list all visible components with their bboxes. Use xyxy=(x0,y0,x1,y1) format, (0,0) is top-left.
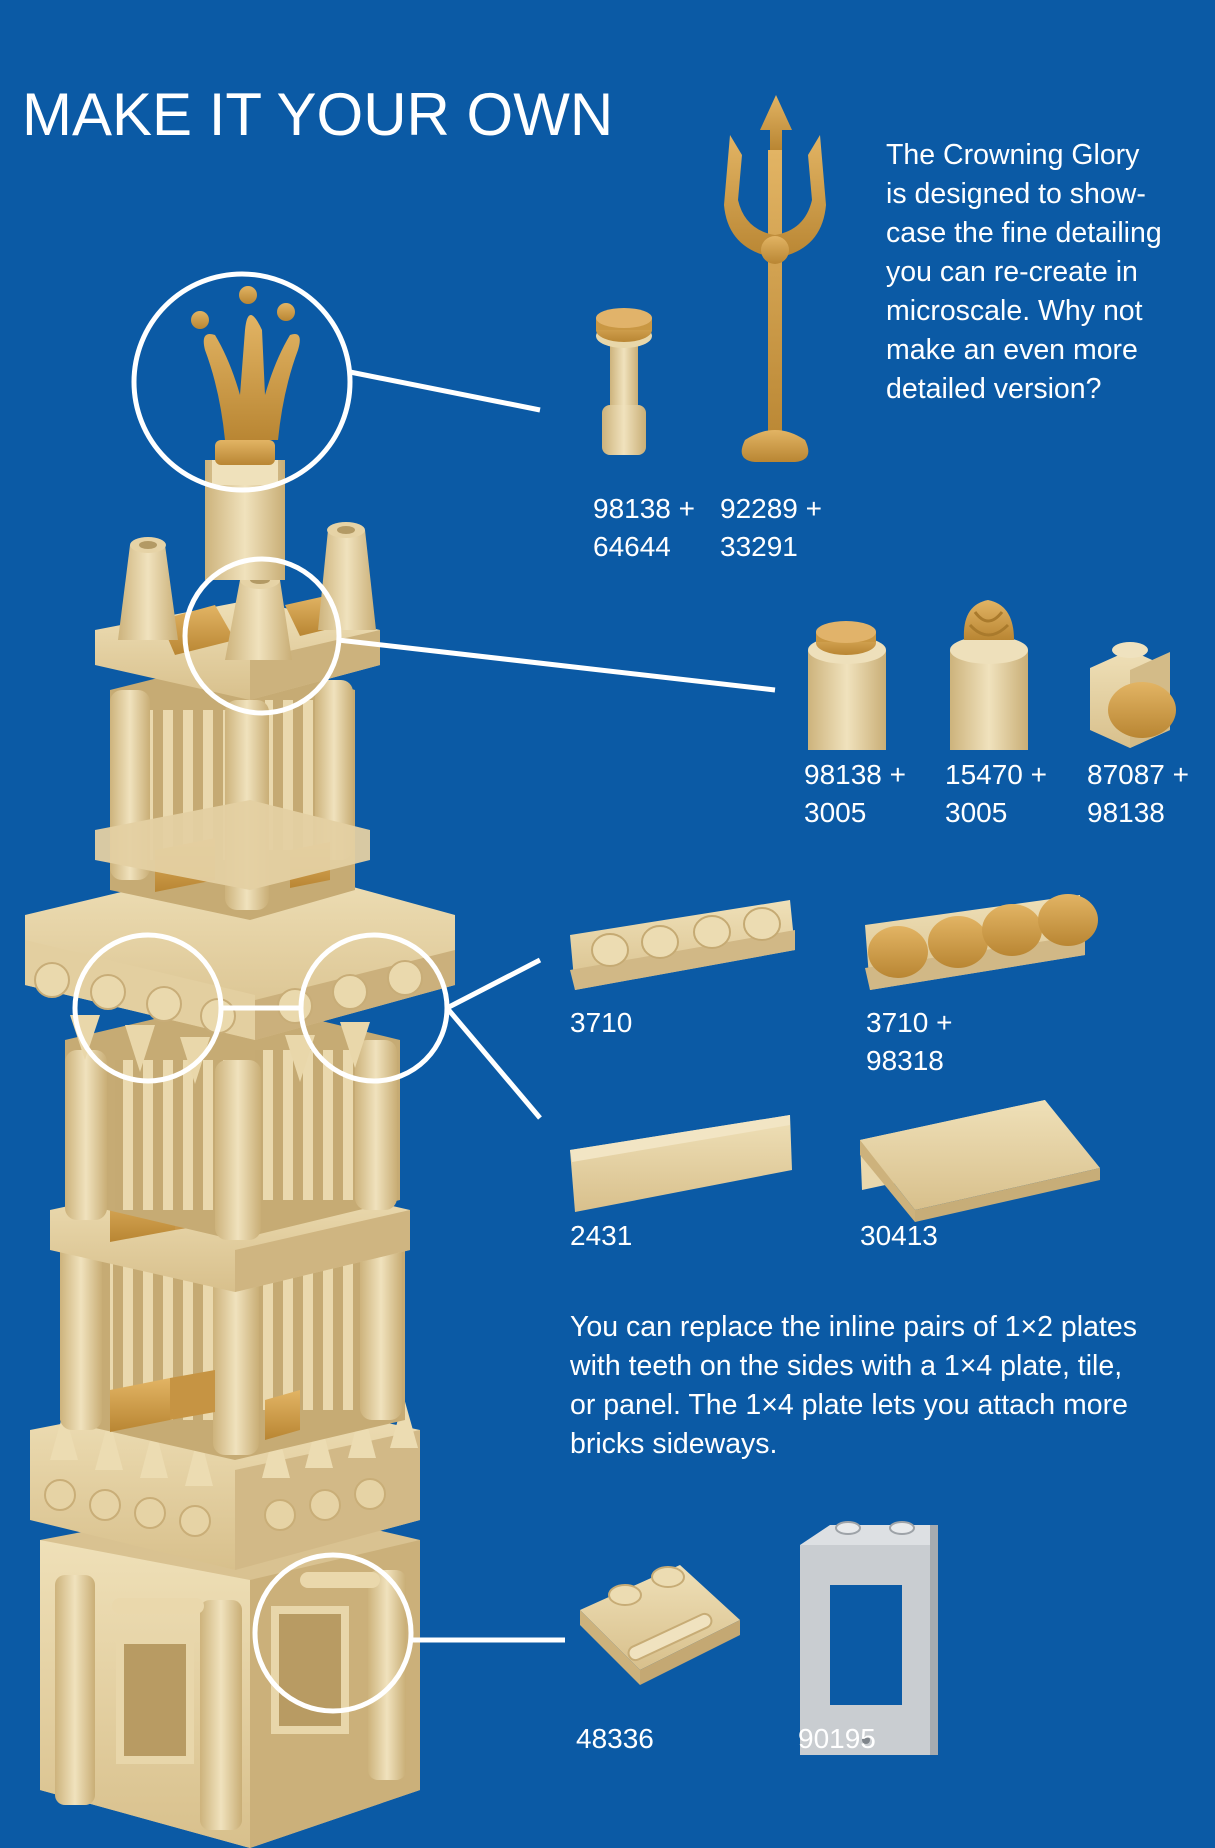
part-label-3710-98318: 3710 +98318 xyxy=(866,1007,953,1076)
callouts xyxy=(72,271,776,1714)
part-2431-image xyxy=(570,1115,792,1212)
leader-line-plates-up xyxy=(445,957,542,1011)
upper-colonnade xyxy=(95,655,370,920)
tip-text: You can replace the inline pairs of 1×2 … xyxy=(570,1311,1137,1460)
part-label-3710: 3710 xyxy=(570,1007,633,1038)
upper-cornice xyxy=(25,860,455,1084)
intro-text: The Crowning Glory is designed to show- … xyxy=(886,139,1162,405)
part-92289-33291-image xyxy=(724,95,826,462)
part-label-98138-3005: 98138 +3005 xyxy=(804,759,906,828)
part-3710-98318-image xyxy=(865,894,1098,990)
part-98138-3005-image xyxy=(808,621,886,750)
tower-base-section xyxy=(40,1500,420,1848)
page-title: MAKE IT YOUR OWN xyxy=(22,81,614,148)
callout-circle-turrets xyxy=(182,556,342,716)
callout-circle-base xyxy=(252,1552,414,1714)
part-label-2431: 2431 xyxy=(570,1220,633,1251)
part-label-90195: 90195 xyxy=(798,1723,876,1754)
part-label-48336: 48336 xyxy=(576,1723,654,1754)
part-90195-image xyxy=(800,1521,938,1755)
callout-circle-crown xyxy=(131,271,353,493)
part-3710-image xyxy=(570,900,795,990)
part-48336-image xyxy=(580,1565,740,1685)
tower-model xyxy=(25,286,455,1848)
part-label-15470-3005: 15470 +3005 xyxy=(945,759,1047,828)
gold-crown xyxy=(191,286,300,465)
part-label-98138-64644: 98138 +64644 xyxy=(593,493,695,562)
part-30413-image xyxy=(860,1100,1100,1222)
part-label-87087-98138: 87087 +98138 xyxy=(1087,759,1189,828)
part-label-30413: 30413 xyxy=(860,1220,938,1251)
part-87087-98138-image xyxy=(1090,642,1176,748)
leader-line-turrets xyxy=(337,637,776,693)
part-label-92289-33291: 92289 +33291 xyxy=(720,493,822,562)
leader-line-crown xyxy=(349,369,541,413)
part-98138-64644-image xyxy=(596,308,652,455)
mid-colonnade xyxy=(65,1000,400,1240)
leader-line-plates-down xyxy=(445,1006,542,1120)
part-15470-3005-image xyxy=(950,600,1028,750)
